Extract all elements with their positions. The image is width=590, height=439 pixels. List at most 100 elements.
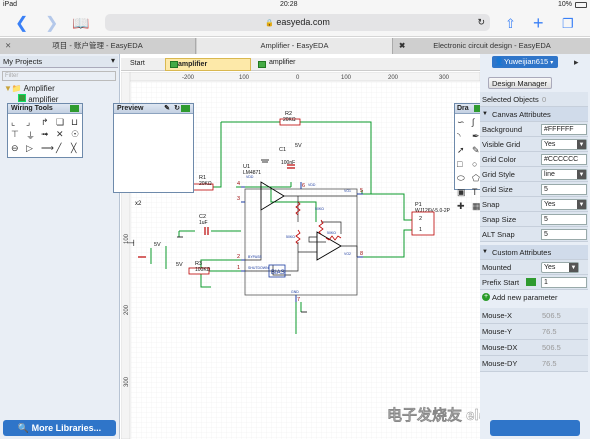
resistor-r2[interactable] (279, 118, 301, 126)
ground-symbols (177, 159, 307, 313)
ellipse-icon[interactable]: ⬭ (457, 173, 465, 183)
resistor-r3[interactable] (188, 267, 210, 275)
rect-icon[interactable]: □ (457, 159, 463, 169)
attr-input[interactable]: 5 (541, 214, 587, 225)
expand-icon[interactable]: ▸ (574, 57, 579, 67)
tab-amplifier[interactable]: Amplifier - EasyEDA (197, 38, 393, 54)
more-libraries-button[interactable]: 🔍 More Libraries... (3, 420, 116, 436)
address-bar[interactable]: 🔒 easyeda.com ↻ (105, 14, 490, 31)
mounted-row: Mounted Yes ▼ (480, 260, 588, 275)
tabs-icon[interactable]: ❐ (562, 16, 574, 31)
line-tool-icon[interactable]: ╱ (56, 143, 62, 153)
tab-electronic-design[interactable]: ✖ Electronic circuit design - EasyEDA (394, 38, 590, 54)
attr-label: Grid Size (482, 185, 513, 194)
cross-icon[interactable]: ✚ (457, 201, 465, 211)
edit-icon[interactable]: ✎ (164, 105, 170, 112)
bottom-action-button[interactable] (490, 420, 580, 436)
attr-value: Yes (544, 201, 556, 208)
canvas-attributes-header[interactable]: ▼ Canvas Attributes (480, 107, 588, 122)
polygon-icon[interactable]: ⬠ (472, 173, 480, 183)
add-parameter[interactable]: + Add new parameter (480, 290, 588, 305)
vcc-icon[interactable]: ⊤ (11, 129, 19, 139)
tree-item-amplifier[interactable]: ▼📁 Amplifier (4, 84, 55, 93)
connector-p1[interactable] (411, 211, 435, 236)
bus-entry-icon[interactable]: ↱ (41, 117, 49, 127)
attr-input[interactable]: 5 (541, 184, 587, 195)
attr-input[interactable]: #FFFFFF (541, 124, 587, 135)
net-label-icon[interactable]: ❏ (56, 117, 65, 127)
close-tab-icon[interactable]: ✖ (399, 41, 406, 50)
attr-label: Snap Size (482, 215, 517, 224)
close-tab-icon[interactable]: ✕ (5, 41, 12, 50)
back-icon[interactable]: ❮ (15, 15, 29, 32)
cross-tool-icon[interactable]: ╳ (71, 143, 77, 153)
new-tab-icon[interactable]: + (533, 13, 544, 33)
tab-projects[interactable]: ✕ 项目 - 账户管理 - EasyEDA (0, 38, 196, 54)
arrow-icon[interactable]: ➚ (457, 145, 465, 155)
attr-select[interactable]: Yes▼ (541, 139, 587, 150)
net-port-icon[interactable]: ➟ (41, 129, 49, 139)
add-icon: + (482, 293, 490, 301)
user-menu[interactable]: 👤 Yuweijian615 ▾ (492, 56, 558, 68)
project-selector[interactable]: My Projects ▾ (0, 56, 118, 68)
ruler-x-label: 200 (388, 75, 399, 81)
reload-icon[interactable]: ↻ (477, 17, 485, 27)
value-p1: WJ126V-5.0-2P (415, 208, 451, 214)
toggle-icon[interactable] (526, 278, 536, 286)
bus-label-icon[interactable]: ▷ (26, 143, 33, 153)
text-icon[interactable]: T (472, 187, 478, 197)
label-u1: U1 (243, 164, 250, 170)
bezier-icon[interactable]: ∫ (472, 117, 475, 127)
arc-icon[interactable]: ◝ (457, 131, 461, 141)
image-icon[interactable]: ▣ (457, 187, 466, 197)
prefix-start-input[interactable]: 1 (541, 277, 587, 288)
mouse-value: 76.5 (542, 327, 557, 336)
mouse-value: 76.5 (542, 359, 557, 368)
mounted-select[interactable]: Yes ▼ (541, 262, 579, 273)
ios-status-bar: iPad 20:28 10% (0, 0, 590, 10)
minimize-icon[interactable] (181, 105, 190, 112)
bus-tool-icon[interactable]: ⌟ (26, 117, 31, 127)
tree-item-schematic[interactable]: amplifier (18, 94, 58, 104)
refresh-icon[interactable]: ↻ (174, 105, 180, 112)
preview-header[interactable]: Preview ✎ ↻ (114, 104, 193, 114)
attr-input[interactable]: #CCCCCC (541, 154, 587, 165)
ruler-x-label: 100 (239, 75, 250, 81)
pen-icon[interactable]: ✒ (472, 131, 480, 141)
bookmarks-icon[interactable]: 📖 (72, 15, 90, 31)
text-tool-icon[interactable]: ⟶ (41, 143, 54, 153)
mouse-value: 506.5 (542, 311, 561, 320)
attr-select[interactable]: Yes▼ (541, 199, 587, 210)
schematic-icon (258, 61, 266, 68)
attr-select[interactable]: line▼ (541, 169, 587, 180)
junction-icon[interactable]: ⊖ (11, 143, 19, 153)
net-flag-icon[interactable]: ⊔ (71, 117, 79, 127)
circle-icon[interactable]: ○ (472, 159, 478, 169)
no-connect-icon[interactable]: ✕ (56, 129, 64, 139)
wire-tool-icon[interactable]: ⌞ (11, 117, 16, 127)
ground-icon[interactable]: ⏚ (26, 131, 36, 141)
tab-start[interactable]: Start (130, 60, 145, 67)
tab-amplifier-schematic[interactable]: amplifier (165, 58, 251, 71)
share-icon[interactable]: ⇧ (505, 16, 516, 31)
chevron-down-icon: ▾ (110, 56, 115, 65)
wiring-tools-header[interactable]: Wiring Tools (8, 104, 82, 114)
polyline-icon[interactable]: ∽ (457, 117, 465, 127)
minimize-icon[interactable] (70, 105, 79, 112)
filter-input[interactable]: Filter (2, 71, 116, 81)
probe-tool-icon[interactable]: ☉ (71, 129, 80, 139)
custom-attributes-header[interactable]: ▼ Custom Attributes (480, 245, 588, 260)
tab-amplifier-2[interactable]: amplifier (269, 59, 296, 66)
brush-icon[interactable]: ✎ (472, 145, 480, 155)
schematic-icon (18, 94, 26, 102)
drawing-tools-header[interactable]: Dra (455, 104, 484, 114)
minimize-icon[interactable] (474, 105, 483, 112)
forward-icon[interactable]: ❯ (45, 15, 59, 32)
grid-icon[interactable]: ▦ (472, 201, 481, 211)
attr-input[interactable]: 5 (541, 229, 587, 240)
design-manager-button[interactable]: Design Manager ▶ (488, 77, 552, 99)
